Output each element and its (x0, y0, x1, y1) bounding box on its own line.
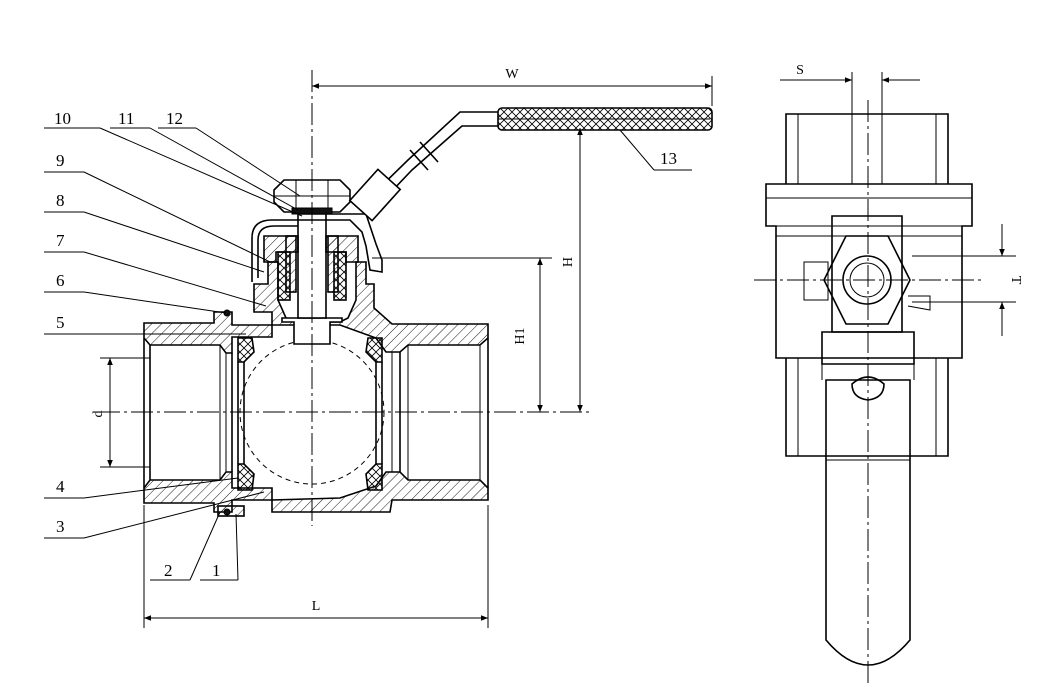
side-top-cap (785, 113, 949, 184)
handle-grip-block (348, 168, 402, 222)
left-seat (237, 337, 255, 363)
label-part-8: 8 (56, 191, 65, 210)
label-part-13: 13 (660, 149, 677, 168)
label-part-7: 7 (56, 231, 65, 250)
dimension-d: d (91, 411, 106, 418)
right-seat (365, 337, 383, 363)
gland-nut-right (325, 235, 359, 263)
label-part-1: 1 (212, 561, 221, 580)
valve-body-upper (253, 261, 489, 353)
dimension-H1: H1 (513, 327, 528, 344)
front-dimensions: W H H1 L d (91, 67, 713, 628)
body-nut-detail (217, 505, 245, 517)
label-part-2: 2 (164, 561, 173, 580)
gland-nut (263, 235, 299, 263)
dimension-S: S (796, 63, 804, 78)
part-leaders: 10 11 12 9 8 7 6 5 4 3 (44, 109, 692, 581)
side-view: S T (754, 63, 1023, 686)
side-bottom-cap (785, 358, 949, 457)
label-part-11: 11 (118, 109, 134, 128)
front-section-view (98, 70, 713, 526)
dimension-L: L (312, 599, 321, 614)
right-seat-lower (365, 463, 383, 491)
dimension-T: T (1008, 276, 1023, 285)
left-seat-lower (237, 463, 255, 491)
label-part-12: 12 (166, 109, 183, 128)
side-handle (825, 379, 911, 666)
label-part-6: 6 (56, 271, 65, 290)
dimension-H: H (561, 257, 576, 267)
handle-bend (251, 213, 383, 282)
label-part-4: 4 (56, 477, 65, 496)
dimension-W: W (505, 67, 519, 82)
label-part-10: 10 (54, 109, 71, 128)
label-part-3: 3 (56, 517, 65, 536)
label-part-5: 5 (56, 313, 65, 332)
label-part-9: 9 (56, 151, 65, 170)
stem (281, 317, 343, 345)
